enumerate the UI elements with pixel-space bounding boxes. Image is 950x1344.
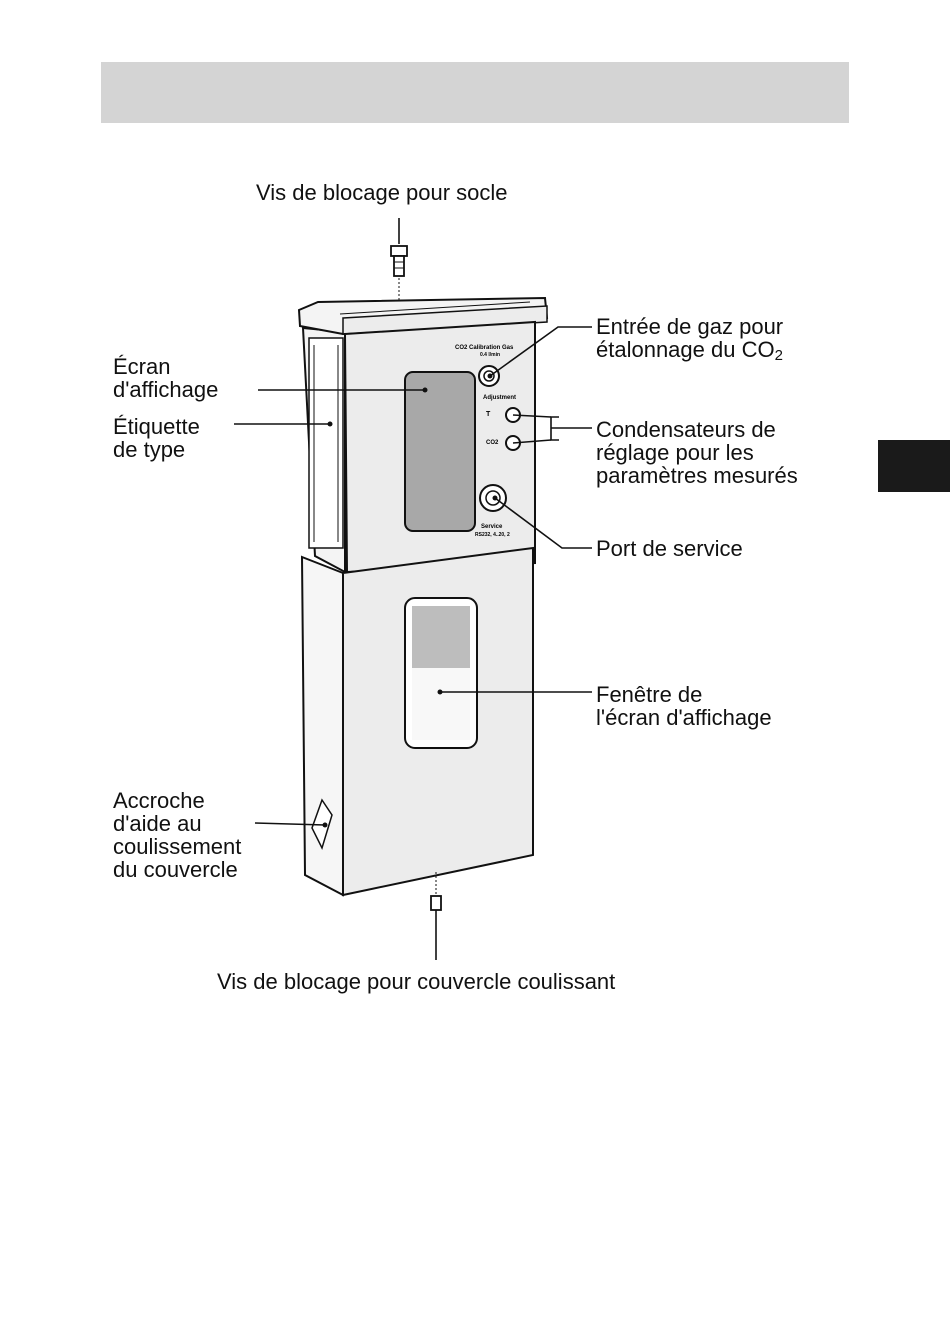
display-window-line2: l'écran d'affichage <box>596 705 772 730</box>
display-screen-label-line1: Écran <box>113 354 171 379</box>
type-label-plate <box>308 337 344 549</box>
service-port-label: Port de service <box>596 536 743 561</box>
display-screen-label: Écran d'affichage <box>113 355 218 401</box>
co2-text: CO2 <box>486 440 499 446</box>
slide-aid-label: Accroche d'aide au coulissement du couve… <box>113 789 241 881</box>
header-band <box>101 62 849 123</box>
co2-gas-inlet-label: Entrée de gaz pour étalonnage du CO2 <box>596 315 783 367</box>
adjust-capacitors-label: Condensateurs de réglage pour les paramè… <box>596 418 798 487</box>
display-screen-label-line2: d'affichage <box>113 377 219 402</box>
adjust-capacitors-line1: Condensateurs de <box>596 417 776 442</box>
adjustment-text: Adjustment <box>483 395 516 401</box>
adjust-capacitors-line2: réglage pour les <box>596 440 754 465</box>
base-screw-icon <box>390 245 408 300</box>
display-window-line1: Fenêtre de <box>596 682 703 707</box>
type-label-line1: Étiquette <box>113 414 200 439</box>
slide-aid-line3: coulissement <box>113 834 242 859</box>
t-text: T <box>486 411 491 418</box>
slide-aid-line2: d'aide au <box>113 811 202 836</box>
chapter-tab <box>878 440 950 492</box>
display-screen <box>404 371 476 532</box>
slide-aid-line4: du couvercle <box>113 857 238 882</box>
slide-aid-line1: Accroche <box>113 788 205 813</box>
slide-aid-icon <box>311 798 333 851</box>
cover-screw-label: Vis de blocage pour couvercle coulissant <box>217 969 616 994</box>
adjust-capacitors-line3: paramètres mesurés <box>596 463 798 488</box>
flow-text: 0.4 l/min <box>480 352 500 358</box>
service-text: Service <box>481 524 503 530</box>
display-window-label: Fenêtre de l'écran d'affichage <box>596 683 772 729</box>
type-label-line2: de type <box>113 437 186 462</box>
co2-gas-inlet-line2: étalonnage du CO2 <box>596 337 783 364</box>
co2-gas-inlet-line1: Entrée de gaz pour <box>596 314 784 339</box>
calib-gas-text: CO2 Calibration Gas <box>455 345 514 351</box>
cover-screw-icon <box>430 872 442 911</box>
service-sub-text: RS232, 4..20, 2 <box>475 532 510 538</box>
type-label-label: Étiquette de type <box>113 415 200 461</box>
base-screw-label: Vis de blocage pour socle <box>256 180 508 205</box>
